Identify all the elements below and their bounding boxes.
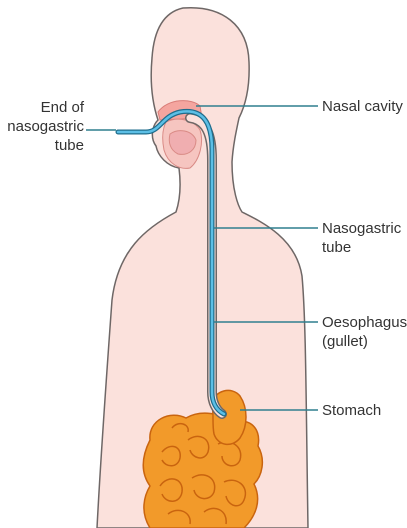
label-oesophagus-line1: Oesophagus (322, 313, 407, 332)
label-nasal-cavity: Nasal cavity (322, 97, 403, 116)
label-end-of-tube-line2: nasogastric (4, 117, 84, 136)
label-nasogastric-tube: Nasogastric tube (322, 219, 401, 257)
label-nasogastric-tube-line2: tube (322, 238, 401, 257)
label-nasal-cavity-line1: Nasal cavity (322, 97, 403, 116)
label-end-of-tube: End of nasogastric tube (4, 98, 84, 155)
label-nasogastric-tube-line1: Nasogastric (322, 219, 401, 238)
label-stomach-line1: Stomach (322, 401, 381, 420)
label-end-of-tube-line1: End of (4, 98, 84, 117)
label-oesophagus: Oesophagus (gullet) (322, 313, 407, 351)
tongue-shape (169, 131, 196, 155)
label-oesophagus-line2: (gullet) (322, 332, 407, 351)
label-stomach: Stomach (322, 401, 381, 420)
label-end-of-tube-line3: tube (4, 136, 84, 155)
